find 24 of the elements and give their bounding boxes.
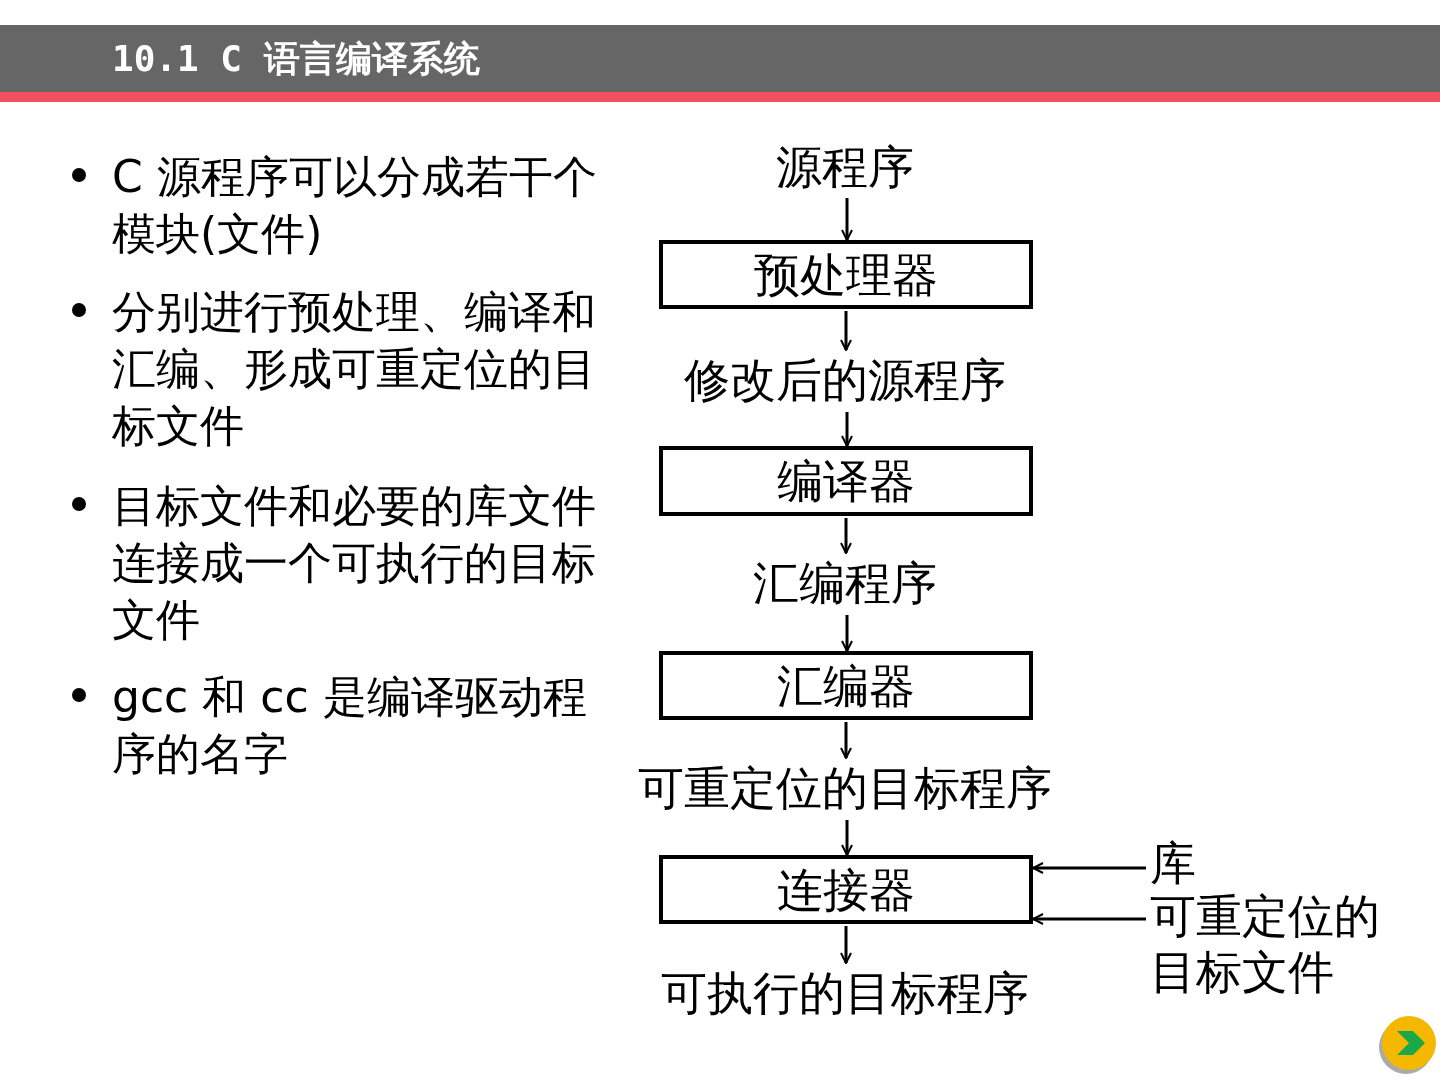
arrow bbox=[1032, 913, 1146, 925]
slide-title: 10.1 C 语言编译系统 bbox=[112, 37, 480, 81]
bullet-text: 目标文件和必要的库文件连接成一个可执行的目标文件 bbox=[112, 479, 597, 647]
arrow bbox=[840, 518, 852, 554]
data-label: 修改后的源程序 bbox=[660, 350, 1030, 410]
arrow bbox=[1032, 862, 1146, 874]
process-box: 编译器 bbox=[659, 446, 1033, 516]
bullet-text: C 源程序可以分成若干个模块(文件) bbox=[112, 150, 598, 261]
arrow bbox=[840, 926, 852, 964]
arrow bbox=[841, 820, 853, 856]
data-label: 可执行的目标程序 bbox=[635, 963, 1055, 1023]
process-box: 预处理器 bbox=[659, 240, 1033, 309]
process-box: 连接器 bbox=[659, 855, 1033, 924]
data-label: 汇编程序 bbox=[700, 553, 990, 613]
bullet-text: gcc 和 cc 是编译驱动程序的名字 bbox=[112, 670, 588, 781]
arrow bbox=[840, 311, 852, 351]
arrow bbox=[841, 412, 853, 447]
bullet-text: 分别进行预处理、编译和汇编、形成可重定位的目标文件 bbox=[112, 285, 597, 453]
arrow bbox=[841, 198, 853, 241]
data-label: 源程序 bbox=[745, 138, 945, 196]
arrow bbox=[841, 615, 853, 652]
process-box: 汇编器 bbox=[659, 651, 1033, 720]
data-label: 可重定位的目标程序 bbox=[615, 758, 1075, 818]
arrow bbox=[840, 722, 852, 759]
